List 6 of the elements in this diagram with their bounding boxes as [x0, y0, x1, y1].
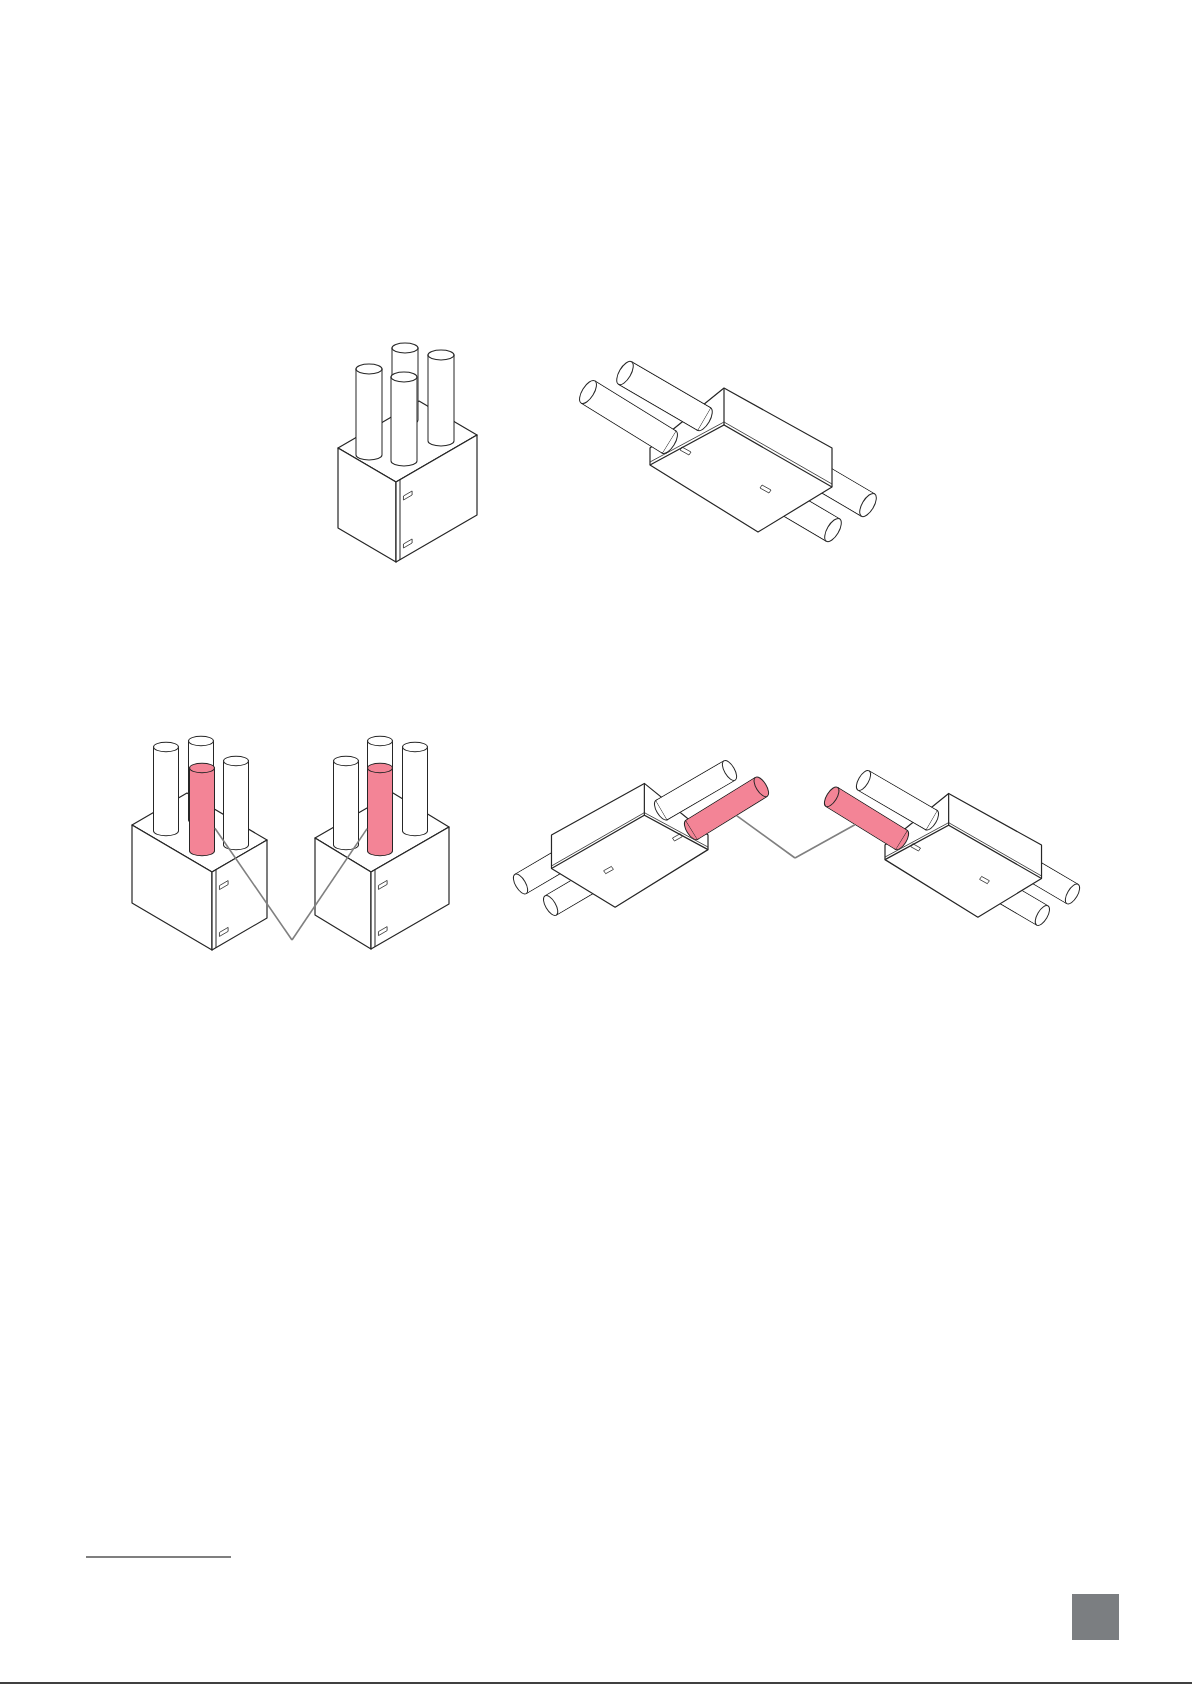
pipe	[367, 762, 393, 857]
leader-line	[291, 827, 368, 941]
pipe	[189, 762, 215, 857]
pipe	[823, 786, 910, 851]
leader-line	[214, 827, 293, 941]
pipe	[683, 776, 770, 841]
